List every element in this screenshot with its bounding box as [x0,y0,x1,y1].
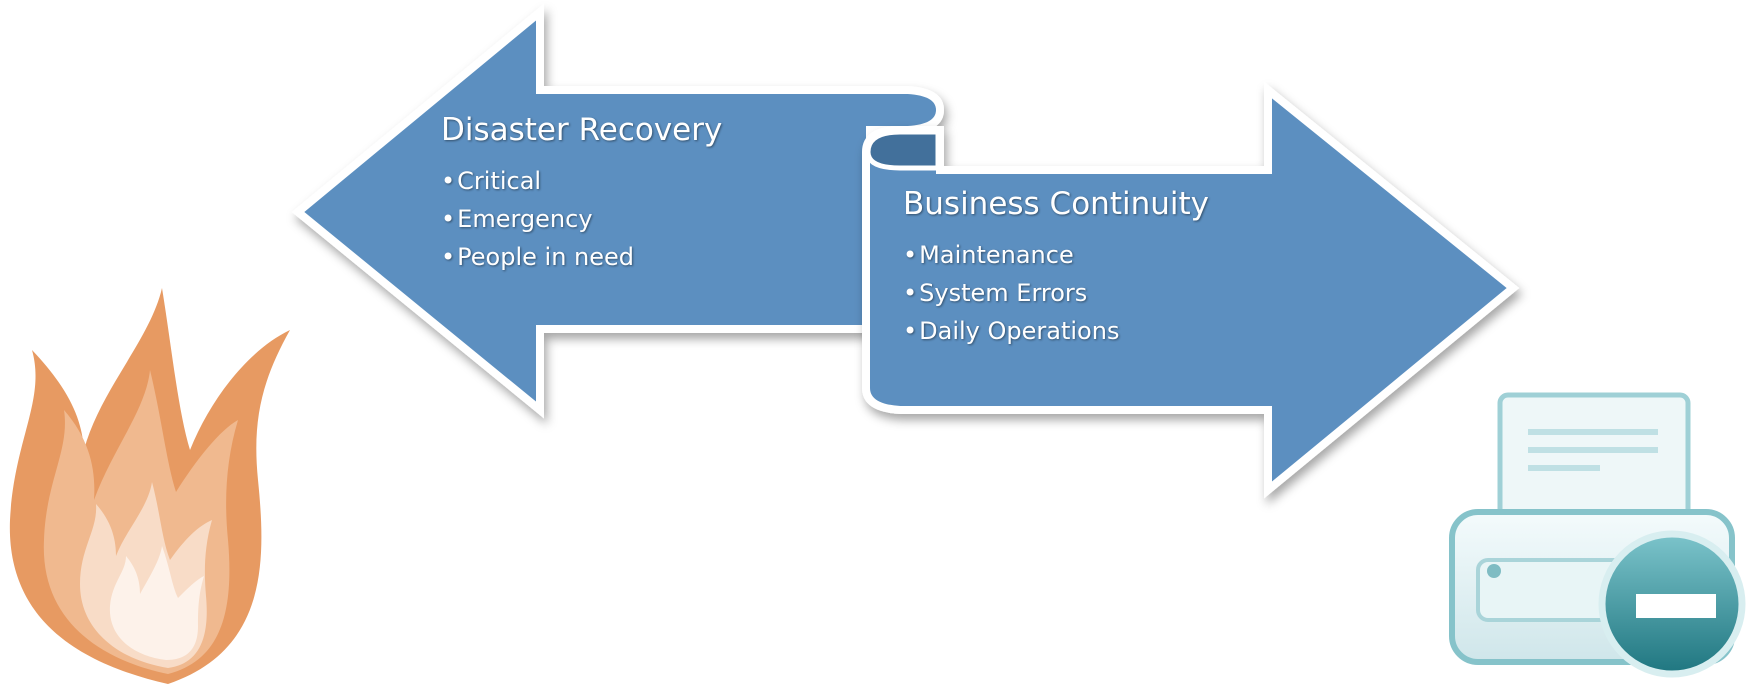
list-item: System Errors [903,274,1209,312]
flame-core [109,546,204,660]
minus-bar [1636,594,1716,618]
scroll-fold [865,129,941,171]
disaster-recovery-list: Critical Emergency People in need [441,162,722,276]
disaster-recovery-block: Disaster Recovery Critical Emergency Peo… [441,112,722,276]
list-item: People in need [441,238,722,276]
business-continuity-title: Business Continuity [903,186,1209,222]
list-item: Critical [441,162,722,200]
business-continuity-list: Maintenance System Errors Daily Operatio… [903,236,1209,350]
disaster-recovery-title: Disaster Recovery [441,112,723,148]
list-item: Emergency [441,200,722,238]
list-item: Maintenance [903,236,1209,274]
fire-icon [9,288,290,684]
business-continuity-block: Business Continuity Maintenance System E… [903,186,1209,350]
printer-error-icon [1449,392,1746,678]
list-item: Daily Operations [903,312,1209,350]
